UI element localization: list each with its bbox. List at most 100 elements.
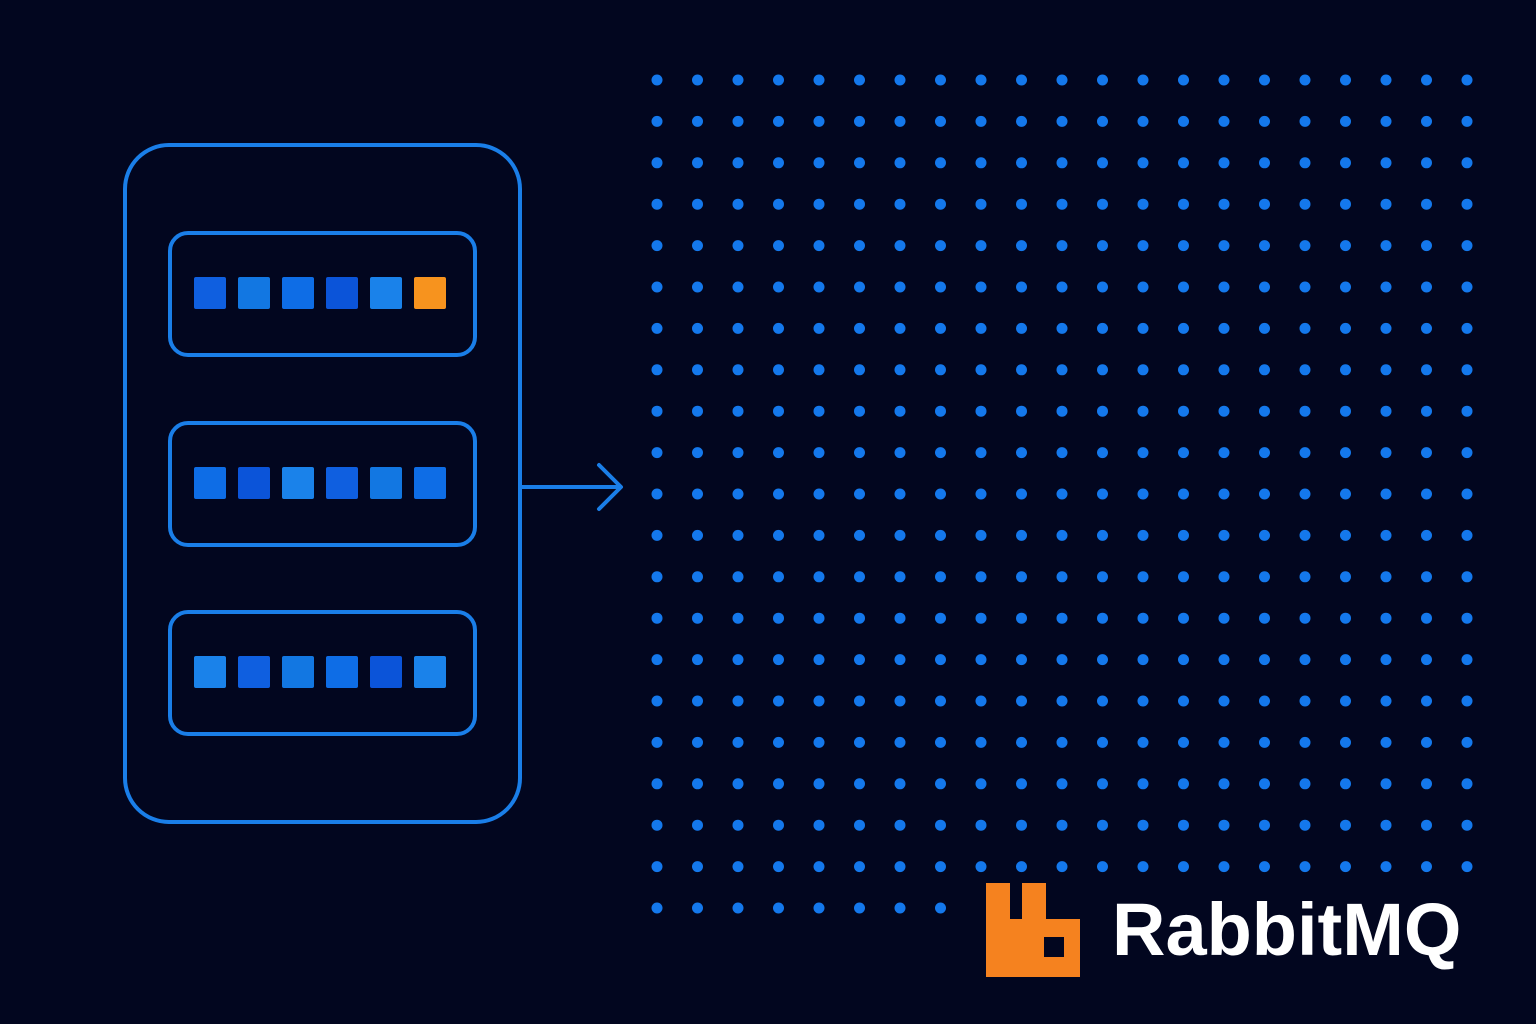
grid-dot bbox=[935, 115, 946, 127]
grid-dot bbox=[1461, 198, 1473, 210]
message-block bbox=[238, 656, 270, 688]
grid-dot bbox=[1178, 861, 1189, 873]
grid-dot bbox=[1097, 447, 1108, 459]
grid-dot bbox=[935, 778, 946, 790]
message-block bbox=[194, 467, 226, 499]
grid-dot bbox=[1097, 778, 1108, 790]
message-block bbox=[370, 656, 402, 688]
grid-dot bbox=[692, 240, 703, 252]
server-enclosure bbox=[123, 143, 522, 824]
grid-dot bbox=[1097, 529, 1108, 541]
grid-dot bbox=[894, 447, 906, 459]
grid-dot bbox=[1380, 529, 1392, 541]
grid-dot bbox=[732, 488, 744, 500]
grid-dot bbox=[1218, 405, 1230, 417]
grid-dot bbox=[854, 240, 865, 252]
grid-dot bbox=[1178, 654, 1189, 666]
grid-dot bbox=[1016, 819, 1027, 831]
grid-dot bbox=[1016, 736, 1027, 748]
grid-dot bbox=[1380, 115, 1392, 127]
grid-dot bbox=[1016, 612, 1027, 624]
grid-dot bbox=[732, 157, 744, 169]
grid-dot bbox=[692, 654, 703, 666]
grid-dot bbox=[1461, 447, 1473, 459]
grid-dot bbox=[894, 157, 906, 169]
grid-dot bbox=[692, 529, 703, 541]
grid-dot bbox=[813, 902, 825, 914]
grid-dot bbox=[1461, 405, 1473, 417]
grid-dot bbox=[935, 819, 946, 831]
grid-dot bbox=[732, 902, 744, 914]
grid-dot bbox=[1218, 778, 1230, 790]
grid-dot bbox=[894, 654, 906, 666]
grid-dot bbox=[1380, 364, 1392, 376]
grid-dot bbox=[1380, 198, 1392, 210]
grid-dot bbox=[1016, 322, 1027, 334]
grid-dot bbox=[1421, 115, 1432, 127]
grid-dot bbox=[1137, 281, 1149, 293]
grid-dot bbox=[1178, 198, 1189, 210]
grid-dot bbox=[1259, 364, 1270, 376]
grid-dot bbox=[1218, 736, 1230, 748]
grid-dot bbox=[1461, 612, 1473, 624]
grid-dot bbox=[1380, 861, 1392, 873]
grid-dot bbox=[692, 281, 703, 293]
grid-dot bbox=[1137, 612, 1149, 624]
grid-dot bbox=[732, 612, 744, 624]
grid-dot bbox=[813, 74, 825, 86]
grid-dot bbox=[1461, 74, 1473, 86]
grid-dot bbox=[1137, 115, 1149, 127]
grid-dot bbox=[975, 198, 987, 210]
grid-dot bbox=[894, 74, 906, 86]
grid-dot bbox=[935, 281, 946, 293]
grid-dot bbox=[854, 157, 865, 169]
grid-dot bbox=[773, 902, 784, 914]
grid-dot bbox=[1259, 240, 1270, 252]
grid-dot bbox=[813, 157, 825, 169]
grid-dot bbox=[894, 115, 906, 127]
grid-dot bbox=[1056, 447, 1068, 459]
grid-dot bbox=[1218, 115, 1230, 127]
grid-dot bbox=[1259, 778, 1270, 790]
grid-dot bbox=[1461, 364, 1473, 376]
grid-dot bbox=[1259, 447, 1270, 459]
grid-dot bbox=[935, 654, 946, 666]
grid-dot bbox=[1016, 488, 1027, 500]
grid-dot bbox=[651, 322, 663, 334]
grid-dot bbox=[1259, 695, 1270, 707]
grid-dot bbox=[1097, 240, 1108, 252]
grid-dot bbox=[1056, 405, 1068, 417]
grid-dot bbox=[1259, 157, 1270, 169]
grid-dot bbox=[1421, 74, 1432, 86]
grid-dot bbox=[894, 861, 906, 873]
grid-dot bbox=[1056, 529, 1068, 541]
grid-dot bbox=[1380, 488, 1392, 500]
grid-dot bbox=[1259, 74, 1270, 86]
queue-slot-2 bbox=[168, 421, 477, 547]
grid-dot bbox=[894, 198, 906, 210]
grid-dot bbox=[1340, 488, 1351, 500]
queue-slot-1 bbox=[168, 231, 477, 357]
grid-dot bbox=[692, 157, 703, 169]
grid-dot bbox=[1461, 322, 1473, 334]
grid-dot bbox=[732, 74, 744, 86]
grid-dot bbox=[935, 695, 946, 707]
message-block bbox=[282, 467, 314, 499]
grid-dot bbox=[1461, 861, 1473, 873]
grid-dot bbox=[773, 529, 784, 541]
grid-dot bbox=[1218, 240, 1230, 252]
grid-dot bbox=[813, 571, 825, 583]
grid-dot bbox=[975, 447, 987, 459]
grid-dot bbox=[1056, 74, 1068, 86]
grid-dot bbox=[1056, 157, 1068, 169]
grid-dot bbox=[1340, 529, 1351, 541]
rabbitmq-logo-icon bbox=[986, 883, 1080, 977]
grid-dot bbox=[1056, 861, 1068, 873]
grid-dot bbox=[1461, 695, 1473, 707]
grid-dot bbox=[1299, 281, 1311, 293]
grid-dot bbox=[1178, 529, 1189, 541]
grid-dot bbox=[1421, 736, 1432, 748]
grid-dot bbox=[854, 778, 865, 790]
grid-dot bbox=[1178, 819, 1189, 831]
grid-dot bbox=[1340, 240, 1351, 252]
